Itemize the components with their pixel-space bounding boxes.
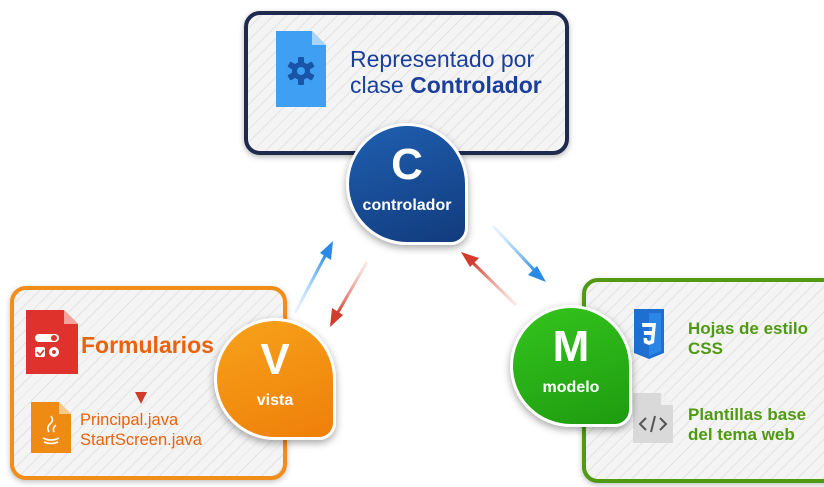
gear-file-icon (276, 31, 326, 107)
arrow-controlador-to-vista (330, 261, 369, 327)
formularios-label: Formularios (81, 332, 214, 358)
css3-icon (634, 309, 664, 359)
vista-badge: V vista (214, 318, 336, 440)
form-file-icon (26, 310, 78, 374)
modelo-item-css: Hojas de estilo CSS (688, 319, 808, 358)
java-file-icon (31, 402, 71, 453)
file-startscreen: StartScreen.java (80, 431, 202, 449)
arrow-modelo-to-controlador (461, 252, 518, 307)
modelo-badge: M modelo (510, 305, 632, 427)
arrow-controlador-to-modelo (491, 224, 546, 282)
controlador-description: Representado por clase Controlador (350, 46, 542, 98)
arrow-formularios-to-files (135, 362, 147, 404)
java-files-list: Principal.java StartScreen.java (80, 410, 202, 450)
controlador-badge: C controlador (346, 123, 468, 245)
modelo-item-plantillas: Plantillas base del tema web (688, 405, 807, 444)
file-principal: Principal.java (80, 411, 179, 429)
code-file-icon (633, 393, 673, 443)
arrow-vista-to-controlador (293, 241, 333, 314)
